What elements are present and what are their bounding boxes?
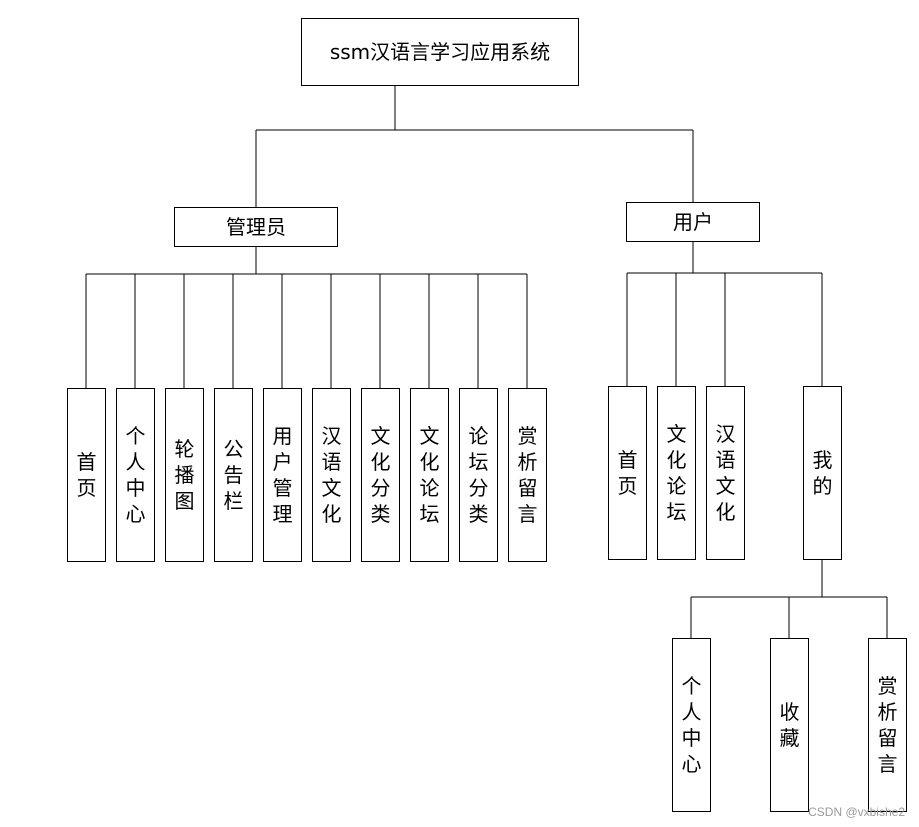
admin-module-user-management: 用户管理 bbox=[263, 388, 302, 562]
admin-module-carousel: 轮播图 bbox=[165, 388, 204, 562]
admin-module-chinese-culture: 汉语文化 bbox=[312, 388, 351, 562]
admin-module-appreciation-messages: 赏析留言 bbox=[508, 388, 547, 562]
user-module-home: 首页 bbox=[608, 386, 647, 560]
mine-child-personal-center: 个人中心 bbox=[672, 638, 711, 812]
root-node: ssm汉语言学习应用系统 bbox=[301, 18, 579, 86]
admin-module-personal-center: 个人中心 bbox=[116, 388, 155, 562]
user-module-culture-forum: 文化论坛 bbox=[657, 386, 696, 560]
admin-module-notice-board: 公告栏 bbox=[214, 388, 253, 562]
mine-child-appreciation-messages: 赏析留言 bbox=[868, 638, 907, 812]
admin-module-culture-forum: 文化论坛 bbox=[410, 388, 449, 562]
user-label: 用户 bbox=[673, 210, 713, 234]
user-module-chinese-culture: 汉语文化 bbox=[706, 386, 745, 560]
csdn-watermark: CSDN @vxbishe2 bbox=[808, 805, 905, 819]
root-label: ssm汉语言学习应用系统 bbox=[329, 40, 551, 64]
admin-label: 管理员 bbox=[226, 215, 286, 239]
admin-node: 管理员 bbox=[174, 207, 338, 247]
admin-module-forum-category: 论坛分类 bbox=[459, 388, 498, 562]
user-node: 用户 bbox=[626, 202, 760, 242]
admin-module-home: 首页 bbox=[67, 388, 106, 562]
admin-module-culture-category: 文化分类 bbox=[361, 388, 400, 562]
user-module-mine: 我的 bbox=[803, 386, 842, 560]
mine-child-favorites: 收藏 bbox=[770, 638, 809, 812]
